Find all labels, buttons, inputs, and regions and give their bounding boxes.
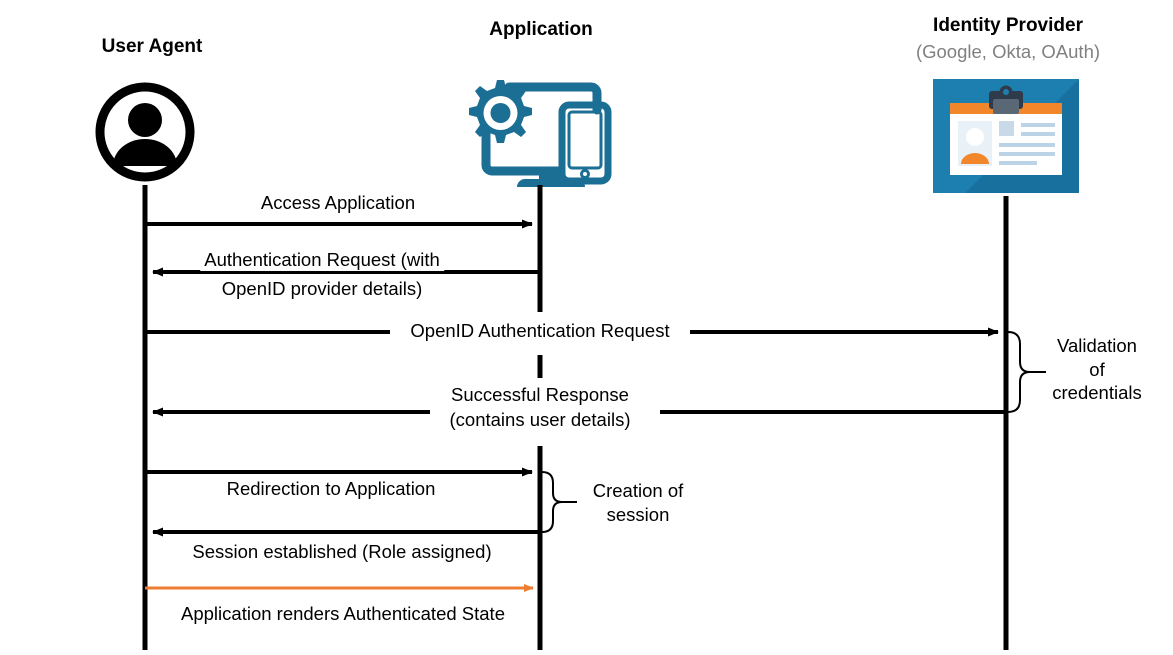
message-label-application-renders-authenticated-state: Application renders Authenticated State bbox=[177, 603, 509, 625]
message-label-authentication-request-line2: OpenID provider details) bbox=[217, 278, 427, 300]
message-label-successful-response-line1: Successful Response bbox=[447, 384, 633, 406]
note-line-of: of bbox=[1089, 358, 1105, 380]
actor-title-user-agent: User Agent bbox=[101, 36, 203, 57]
message-label-openid-authentication-request: OpenID Authentication Request bbox=[406, 320, 674, 342]
note-validation-of-credentials: Validation of credentials bbox=[1017, 334, 1173, 405]
brace-creation-of-session bbox=[541, 471, 577, 533]
note-line-validation: Validation bbox=[1057, 335, 1137, 356]
note-line-session: session bbox=[606, 503, 670, 525]
user-avatar-icon bbox=[93, 80, 197, 184]
actor-title-application: Application bbox=[489, 19, 593, 40]
brace-validation-of-credentials bbox=[1007, 331, 1046, 413]
message-label-access-application: Access Application bbox=[256, 192, 420, 214]
note-creation-of-session: Creation of session bbox=[548, 479, 728, 526]
actor-title-identity-provider: Identity Provider bbox=[933, 15, 1083, 36]
message-label-session-established: Session established (Role assigned) bbox=[188, 541, 496, 563]
id-badge-icon bbox=[933, 79, 1079, 193]
devices-gear-icon bbox=[451, 70, 629, 192]
actor-subtitle-identity-provider: (Google, Okta, OAuth) bbox=[915, 41, 1101, 62]
message-label-redirection-to-application: Redirection to Application bbox=[222, 478, 440, 500]
message-label-authentication-request-line1: Authentication Request (with bbox=[200, 249, 444, 271]
note-line-creation-of: Creation of bbox=[592, 480, 684, 501]
note-line-credentials: credentials bbox=[1052, 382, 1142, 404]
message-label-successful-response-line2: (contains user details) bbox=[445, 409, 635, 431]
